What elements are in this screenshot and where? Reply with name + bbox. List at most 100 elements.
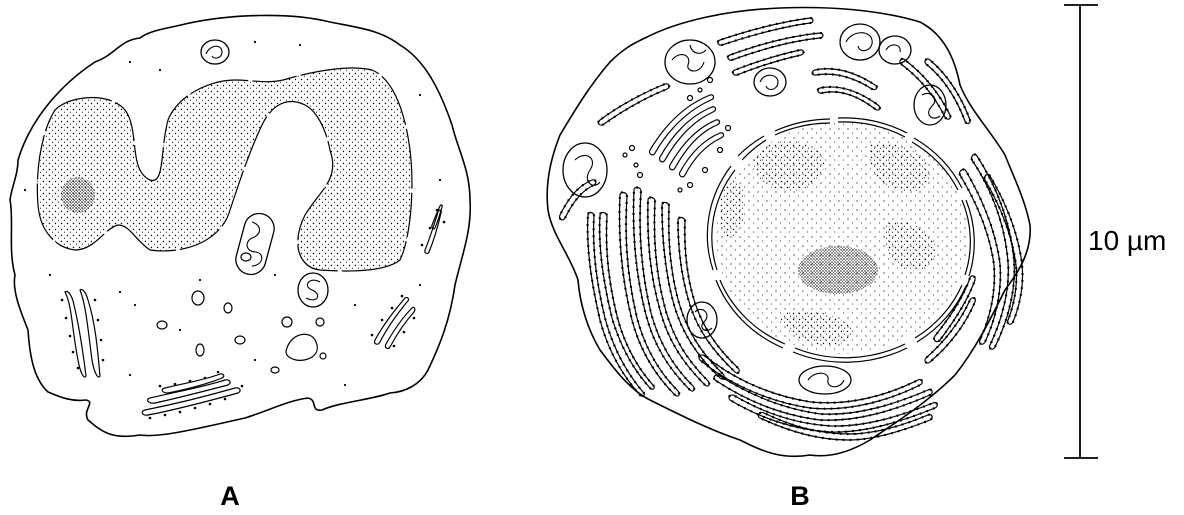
ribosome-dot [820, 419, 822, 421]
scale-bar: 10 µm [1064, 5, 1166, 458]
ribosome-dot [862, 423, 864, 425]
ribosome-dot [669, 253, 671, 255]
ribosome-dot [799, 399, 801, 401]
ribosome-dot [908, 421, 910, 423]
ribosome-dot [828, 91, 830, 93]
ribosome-dot [970, 289, 972, 291]
ribosome-dot [969, 119, 971, 121]
ribosome-dot [733, 375, 735, 377]
ribosome-dot [856, 411, 858, 413]
ribosome-dot [760, 408, 762, 410]
ribosome-dot [851, 72, 853, 74]
ribosome-dot [799, 35, 801, 37]
ribosome-dot [625, 102, 627, 104]
ribosome-dot [1000, 202, 1002, 204]
ribosome-dot [1007, 260, 1009, 262]
ribosome-dot [642, 303, 644, 305]
ribosome-dot [772, 392, 774, 394]
ribosome-dot [824, 68, 826, 70]
ribosome-dot [606, 220, 608, 222]
ribosome-dot [982, 204, 984, 206]
ribosome-dot [835, 413, 837, 415]
ribosome-dot [722, 384, 724, 386]
ribosome-dot [695, 366, 697, 368]
ribosome-dot [737, 372, 739, 374]
ribosome-dot [995, 200, 997, 202]
ribosome-dot [976, 191, 978, 193]
ribosome-dot [909, 402, 911, 404]
ribosome-dot [994, 237, 996, 239]
ribosome-dot [622, 372, 624, 374]
ribosome-dot [990, 224, 992, 226]
ribosome-dot [689, 305, 691, 307]
ribosome-dot [789, 403, 791, 405]
ribosome-dot [1005, 294, 1007, 296]
ribosome-dot [836, 86, 838, 88]
ribosome-dot [917, 393, 919, 395]
ribosome-dot [634, 248, 636, 250]
ribosome-dot [623, 337, 625, 339]
ribosome-dot [591, 280, 593, 282]
ribosome-dot [831, 68, 833, 70]
ribosome-dot [678, 243, 680, 245]
ribosome-dot [656, 299, 658, 301]
ribosome-dot [1012, 250, 1014, 252]
ribosome-dot [1010, 308, 1012, 310]
ribosome-dot [1008, 229, 1010, 231]
ribosome-dot [683, 383, 685, 385]
ribosome-dot [802, 406, 804, 408]
ribosome-dot [710, 359, 712, 361]
ribosome-dot [633, 192, 635, 194]
ribosome-dot [594, 263, 596, 265]
ribosome-dot [717, 40, 719, 42]
ribosome-dot [807, 411, 809, 413]
ribosome-dot [679, 257, 681, 259]
ribosome-dot [1014, 232, 1016, 234]
ribosome-dot [841, 418, 843, 420]
ribosome-dot [1007, 274, 1009, 276]
ribosome-dot [599, 245, 601, 247]
ribosome-dot [1007, 280, 1009, 282]
ribosome-dot [666, 270, 668, 272]
ribosome-dot [596, 277, 598, 279]
ribosome-dot [855, 424, 857, 426]
ribosome-dot [837, 407, 839, 409]
ribosome-dot [964, 182, 966, 184]
ribosome-dot [674, 287, 676, 289]
ribosome-dot [605, 213, 607, 215]
ribosome-dot [1020, 294, 1022, 296]
ribosome-dot [634, 328, 636, 330]
ribosome-dot [986, 186, 988, 188]
ribosome-dot [1009, 305, 1011, 307]
ribosome-dot [633, 227, 635, 229]
ribosome-dot [678, 217, 680, 219]
ribosome-dot [644, 310, 646, 312]
ribosome-dot [761, 397, 763, 399]
ribosome-dot [765, 42, 767, 44]
ribosome-dot [703, 383, 705, 385]
ribosome-dot [735, 395, 737, 397]
ribosome-dot [949, 115, 951, 117]
ribosome-dot [667, 318, 669, 320]
ribosome-dot [985, 181, 987, 183]
ribosome-dot [674, 372, 676, 374]
ribosome-dot [634, 306, 636, 308]
ribosome-dot [946, 344, 948, 346]
ribosome-dot [621, 331, 623, 333]
ribosome-dot [838, 431, 840, 433]
ribosome-dot [992, 231, 994, 233]
ribosome-dot [983, 176, 985, 178]
ribosome-dot [575, 198, 577, 200]
ribosome-dot [883, 405, 885, 407]
ribosome-dot [650, 352, 652, 354]
ribosome-dot [633, 234, 635, 236]
ribosome-dot [753, 405, 755, 407]
ribosome-dot [814, 412, 816, 414]
cell-a [10, 15, 470, 436]
ribosome-dot [641, 333, 643, 335]
ribosome-dot [673, 393, 675, 395]
ribosome-dot [910, 396, 912, 398]
ribosome-dot [654, 207, 656, 209]
ribosome-dot [664, 383, 666, 385]
ribosome-dot [941, 79, 943, 81]
